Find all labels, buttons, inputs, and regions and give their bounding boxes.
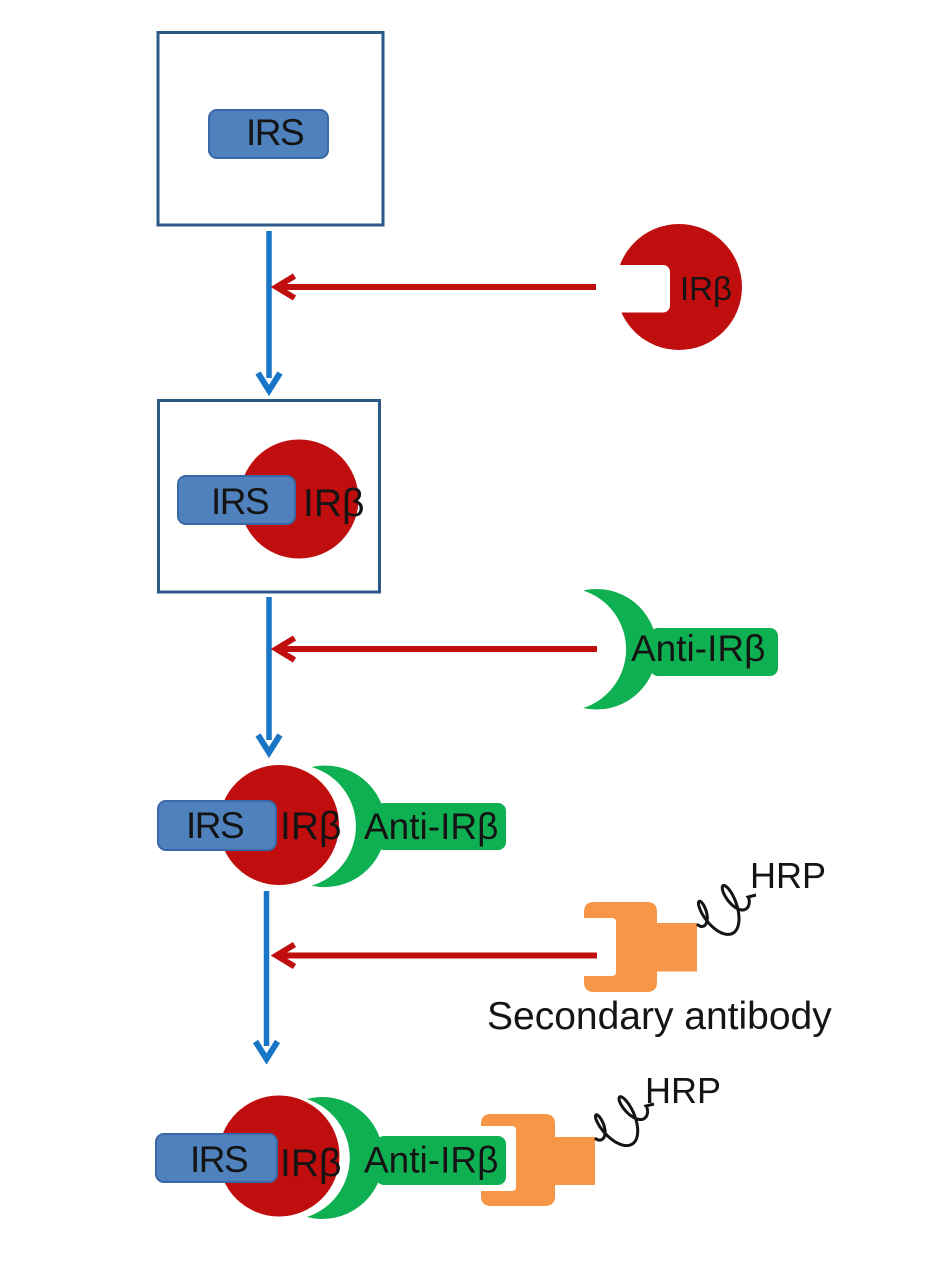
svg-text:IRS: IRS (211, 481, 268, 522)
svg-text:IRβ: IRβ (280, 1142, 341, 1185)
svg-text:IRS: IRS (186, 805, 243, 846)
svg-text:IRS: IRS (246, 112, 303, 153)
svg-text:IRβ: IRβ (680, 270, 732, 307)
svg-text:IRS: IRS (190, 1139, 247, 1180)
svg-text:Anti-IRβ: Anti-IRβ (364, 1140, 498, 1181)
svg-text:Anti-IRβ: Anti-IRβ (364, 806, 498, 847)
svg-text:HRP: HRP (645, 1070, 721, 1111)
svg-text:HRP: HRP (750, 855, 826, 896)
svg-text:IRβ: IRβ (303, 482, 364, 525)
svg-text:Secondary antibody: Secondary antibody (487, 995, 832, 1038)
svg-text:IRβ: IRβ (280, 805, 341, 848)
svg-text:Anti-IRβ: Anti-IRβ (631, 628, 765, 669)
